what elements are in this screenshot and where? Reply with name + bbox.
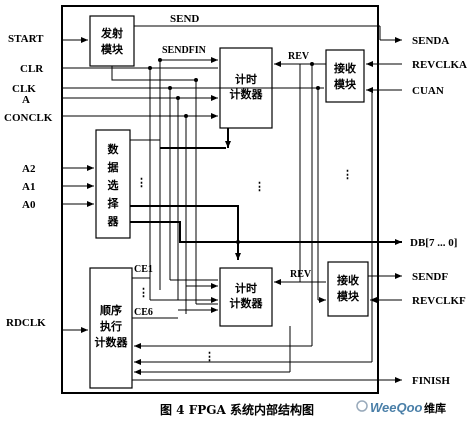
output-revclkf-label: REVCLKF bbox=[412, 295, 466, 307]
ellipsis-feedback: ⋮ bbox=[204, 351, 215, 363]
ellipsis-selector: ⋮ bbox=[136, 177, 147, 189]
transmitter-label-1: 发射 bbox=[100, 26, 123, 40]
ellipsis-right: ⋮ bbox=[342, 169, 353, 181]
sequencer-label-1: 顺序 bbox=[100, 303, 122, 317]
counter-top-label-1: 计时 bbox=[235, 72, 257, 86]
input-clr-label: CLR bbox=[20, 63, 44, 75]
junctions bbox=[148, 58, 320, 244]
watermark-brand: WeeQoo bbox=[370, 400, 423, 415]
output-revclka-label: REVCLKA bbox=[412, 59, 467, 71]
output-senda-label: SENDA bbox=[412, 35, 449, 47]
output-finish-label: FINISH bbox=[412, 375, 450, 387]
input-a1-label: A1 bbox=[22, 181, 35, 193]
receiver-module-top: 接收 模块 bbox=[325, 49, 365, 103]
signal-sendfin-label: SENDFIN bbox=[162, 45, 207, 56]
watermark-suffix: 维库 bbox=[424, 401, 446, 415]
selector-char-2: 据 bbox=[108, 160, 119, 174]
figure-caption: 图 4 FPGA 系统内部结构图 bbox=[160, 402, 314, 417]
wires bbox=[62, 25, 402, 383]
ellipsis-ce: ⋮ bbox=[138, 287, 149, 299]
counter-top-label-2: 计数器 bbox=[230, 87, 264, 101]
counter-bottom-label-1: 计时 bbox=[235, 281, 257, 295]
selector-char-4: 择 bbox=[108, 196, 120, 210]
signal-rev-top-label: REV bbox=[288, 51, 310, 62]
signal-send-label: SEND bbox=[170, 13, 199, 25]
sequential-execution-counter: 顺序 执行 计数器 bbox=[89, 267, 133, 389]
receiver-bottom-label-1: 接收 bbox=[337, 273, 359, 287]
transmitter-label-2: 模块 bbox=[101, 42, 124, 56]
ellipsis-middle: ⋮ bbox=[254, 181, 265, 193]
selector-char-3: 选 bbox=[108, 178, 119, 192]
receiver-top-label-2: 模块 bbox=[334, 77, 357, 91]
receiver-top-label-1: 接收 bbox=[334, 61, 356, 75]
signal-ce1-label: CE1 bbox=[134, 264, 153, 275]
receiver-bottom-label-2: 模块 bbox=[337, 289, 360, 303]
signal-ce6-label: CE6 bbox=[134, 307, 153, 318]
data-selector: 数 据 选 择 器 bbox=[95, 129, 131, 239]
input-a-label: A bbox=[22, 94, 30, 106]
output-db-label: DB[7 ... 0] bbox=[410, 237, 457, 249]
input-start-label: START bbox=[8, 33, 44, 45]
signal-rev-bottom-label: REV bbox=[290, 269, 312, 280]
output-cuan-label: CUAN bbox=[412, 85, 444, 97]
input-a2-label: A2 bbox=[22, 163, 36, 175]
counter-bottom-label-2: 计数器 bbox=[230, 296, 264, 310]
sequencer-label-3: 计数器 bbox=[95, 335, 129, 349]
selector-char-5: 器 bbox=[107, 215, 120, 228]
input-rdclk-label: RDCLK bbox=[6, 317, 46, 329]
weeqoo-watermark: WeeQoo 维库 bbox=[356, 400, 446, 415]
output-sendf-label: SENDF bbox=[412, 271, 448, 283]
selector-char-1: 数 bbox=[108, 142, 120, 156]
input-conclk-label: CONCLK bbox=[4, 112, 53, 124]
transmitter-module: 发射 模块 bbox=[89, 15, 135, 67]
receiver-module-bottom: 接收 模块 bbox=[327, 261, 369, 317]
timer-counter-bottom: 计时 计数器 bbox=[219, 267, 273, 327]
input-clk-label: CLK bbox=[12, 83, 36, 95]
input-a0-label: A0 bbox=[22, 199, 36, 211]
fpga-boundary bbox=[61, 5, 379, 394]
sequencer-label-2: 执行 bbox=[100, 319, 122, 333]
